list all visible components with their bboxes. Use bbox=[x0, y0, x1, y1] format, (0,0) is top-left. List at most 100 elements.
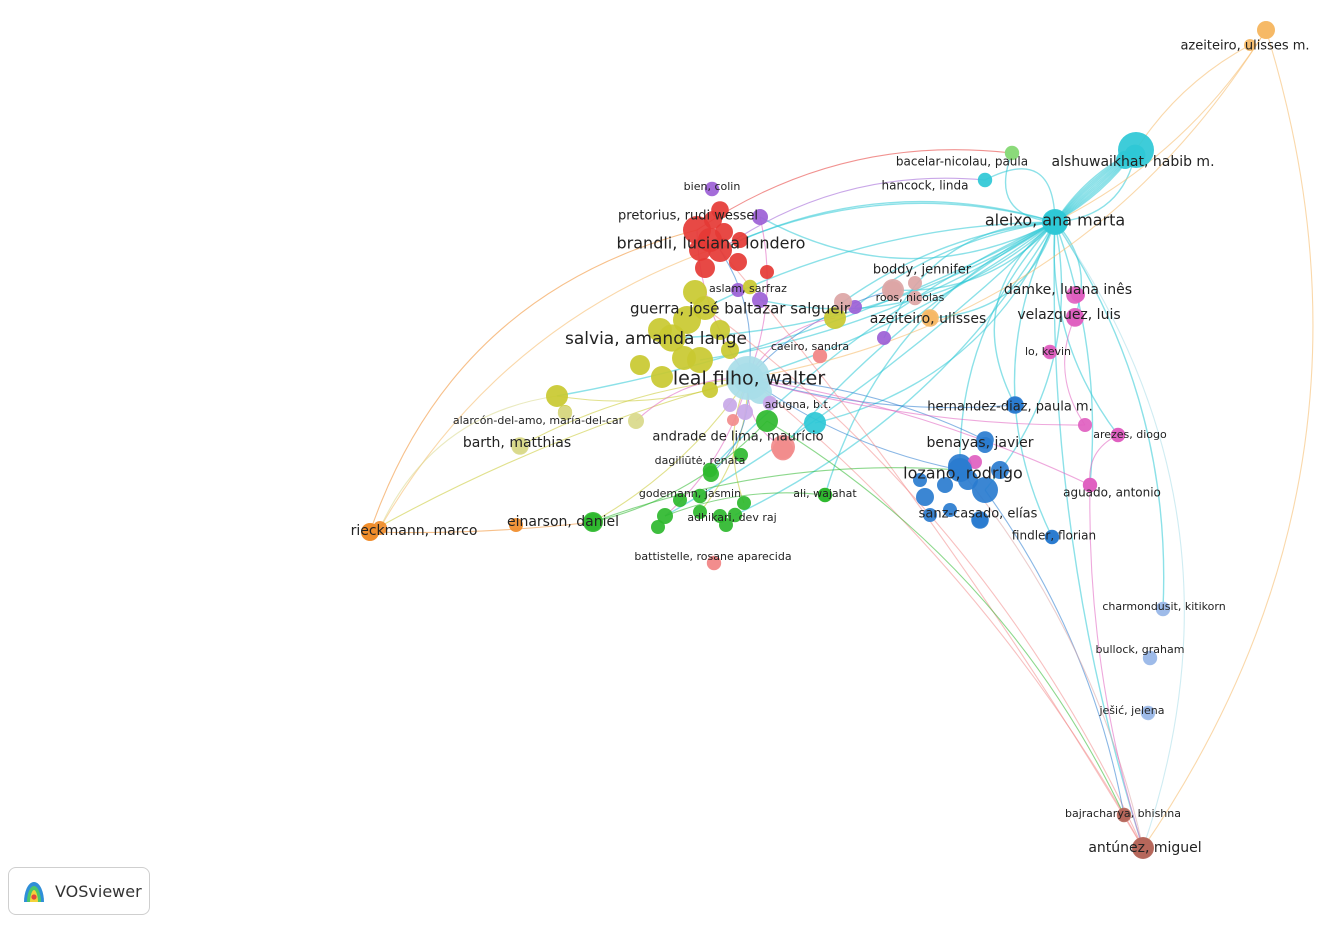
author-label: salvia, amanda lange bbox=[565, 329, 747, 349]
co-authorship-link bbox=[709, 221, 1056, 471]
author-node[interactable] bbox=[704, 181, 720, 197]
author-label: charmondusit, kitikorn bbox=[1102, 600, 1225, 613]
author-node bbox=[702, 382, 718, 398]
author-node[interactable] bbox=[976, 431, 994, 449]
author-node[interactable] bbox=[732, 362, 764, 394]
co-authorship-link bbox=[556, 221, 1056, 397]
co-authorship-link bbox=[369, 229, 698, 533]
co-authorship-link bbox=[719, 177, 986, 251]
author-node[interactable] bbox=[1124, 144, 1146, 166]
author-node[interactable] bbox=[907, 290, 923, 306]
author-node[interactable] bbox=[762, 395, 778, 411]
author-node[interactable] bbox=[1043, 210, 1067, 234]
author-node[interactable] bbox=[971, 511, 989, 529]
co-authorship-link bbox=[704, 307, 1144, 849]
author-node[interactable] bbox=[1110, 427, 1126, 443]
author-node bbox=[651, 520, 665, 534]
author-node[interactable] bbox=[711, 201, 729, 219]
co-authorship-link bbox=[379, 395, 558, 529]
author-node bbox=[723, 398, 737, 412]
co-authorship-link bbox=[664, 221, 1056, 517]
author-node bbox=[721, 341, 739, 359]
author-label: damke, luana inês bbox=[1004, 282, 1132, 298]
author-node[interactable] bbox=[692, 488, 708, 504]
author-node bbox=[546, 385, 568, 407]
author-label: godemann, jasmin bbox=[639, 487, 741, 500]
co-authorship-link bbox=[1053, 221, 1144, 849]
author-node bbox=[877, 331, 891, 345]
co-authorship-link bbox=[1004, 152, 1056, 223]
author-node[interactable] bbox=[1257, 21, 1275, 39]
co-authorship-link bbox=[592, 420, 768, 523]
author-node[interactable] bbox=[1132, 837, 1154, 859]
author-node[interactable] bbox=[658, 324, 686, 352]
author-node[interactable] bbox=[1066, 309, 1084, 327]
author-node[interactable] bbox=[1004, 145, 1020, 161]
author-node[interactable] bbox=[727, 507, 743, 523]
author-node[interactable] bbox=[1006, 396, 1024, 414]
author-node bbox=[628, 413, 644, 429]
author-node[interactable] bbox=[948, 458, 972, 482]
author-node bbox=[673, 306, 701, 334]
co-authorship-link bbox=[1054, 221, 1094, 486]
co-authorship-link bbox=[734, 221, 1056, 516]
author-node[interactable] bbox=[361, 523, 379, 541]
author-label: ali, wajahat bbox=[793, 487, 857, 500]
author-node bbox=[752, 209, 768, 225]
author-label: arezes, diogo bbox=[1093, 428, 1167, 441]
author-node[interactable] bbox=[698, 228, 722, 252]
author-label: battistelle, rosane aparecida bbox=[634, 550, 791, 563]
author-node[interactable] bbox=[772, 439, 794, 461]
co-authorship-link bbox=[959, 221, 1056, 471]
author-node[interactable] bbox=[693, 296, 717, 320]
author-node[interactable] bbox=[702, 462, 718, 478]
author-node[interactable] bbox=[742, 279, 758, 295]
author-node[interactable] bbox=[921, 309, 939, 327]
author-node[interactable] bbox=[1044, 529, 1060, 545]
author-node bbox=[710, 320, 730, 340]
author-label: barth, matthias bbox=[463, 435, 571, 451]
co-authorship-link bbox=[959, 469, 1144, 849]
author-node[interactable] bbox=[557, 405, 573, 421]
author-label: einarson, daniel bbox=[507, 514, 619, 530]
author-node[interactable] bbox=[1116, 807, 1132, 823]
co-authorship-link bbox=[854, 221, 1056, 308]
labeled-nodes bbox=[361, 21, 1275, 859]
author-node[interactable] bbox=[1066, 286, 1084, 304]
author-node[interactable] bbox=[884, 281, 902, 299]
node-labels: azeiteiro, ulisses m.alshuwaikhat, habib… bbox=[351, 39, 1310, 857]
author-label: azeiteiro, ulisses bbox=[870, 311, 986, 327]
author-node[interactable] bbox=[511, 437, 529, 455]
author-node bbox=[760, 265, 774, 279]
co-authorship-link bbox=[1054, 221, 1185, 849]
author-node bbox=[937, 477, 953, 493]
author-node[interactable] bbox=[706, 555, 722, 571]
author-label: bajracharya, bhishna bbox=[1065, 807, 1181, 820]
co-authorship-link bbox=[1089, 484, 1144, 849]
author-node bbox=[693, 505, 707, 519]
author-node[interactable] bbox=[1142, 650, 1158, 666]
author-node[interactable] bbox=[812, 348, 828, 364]
author-node[interactable] bbox=[584, 513, 602, 531]
co-authorship-link bbox=[747, 377, 1144, 849]
author-node bbox=[908, 276, 922, 290]
author-node[interactable] bbox=[1082, 477, 1098, 493]
author-node[interactable] bbox=[1140, 705, 1156, 721]
author-label: antúnez, miguel bbox=[1088, 840, 1201, 856]
co-authorship-link bbox=[747, 29, 1267, 379]
author-node bbox=[695, 258, 715, 278]
author-label: leal filho, walter bbox=[673, 368, 826, 390]
author-label: hernandez-diaz, paula m. bbox=[927, 400, 1092, 415]
author-node bbox=[673, 493, 687, 507]
co-authorship-link bbox=[739, 202, 1056, 241]
author-node bbox=[752, 292, 768, 308]
author-label: boddy, jennifer bbox=[873, 263, 972, 278]
author-node[interactable] bbox=[977, 172, 993, 188]
author-node bbox=[972, 477, 998, 503]
author-node[interactable] bbox=[1042, 344, 1058, 360]
author-node[interactable] bbox=[817, 487, 833, 503]
author-label: bacelar-nicolau, paula bbox=[896, 155, 1028, 169]
author-node bbox=[913, 473, 927, 487]
author-node[interactable] bbox=[1155, 601, 1171, 617]
